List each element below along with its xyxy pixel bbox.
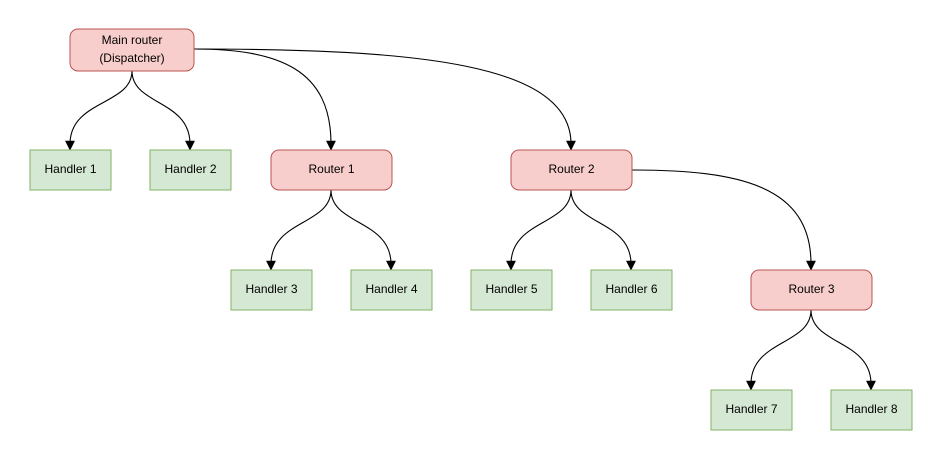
handler-box[interactable] [230, 269, 313, 311]
edge-line [750, 309, 812, 385]
node-main-router[interactable]: Main router(Dispatcher) [69, 28, 195, 72]
arrowhead-icon [746, 380, 756, 391]
nodes-layer: Main router(Dispatcher) Handler 1 Handler … [29, 28, 913, 431]
node-router-1[interactable]: Router 1 [270, 149, 393, 191]
edge-main-to-handler-1 [65, 70, 133, 151]
handler-box[interactable] [470, 269, 553, 311]
handler-box[interactable] [590, 269, 673, 311]
edge-line [510, 189, 572, 265]
edge-line [131, 70, 191, 145]
edge-line [631, 169, 812, 265]
edge-main-to-router-1 [193, 48, 336, 151]
edge-line [193, 48, 332, 145]
arrowhead-icon [866, 380, 876, 391]
edge-router-1-to-handler-4 [330, 189, 396, 271]
handler-box[interactable] [350, 269, 433, 311]
arrowhead-icon [626, 260, 636, 271]
edge-router-2-to-handler-5 [506, 189, 572, 271]
node-router-2[interactable]: Router 2 [510, 149, 633, 191]
arrowhead-icon [65, 140, 75, 151]
edge-main-to-handler-2 [131, 70, 195, 151]
node-handler-3[interactable]: Handler 3 [230, 269, 313, 311]
arrowhead-icon [506, 260, 516, 271]
arrowhead-icon [806, 260, 816, 271]
edge-line [270, 189, 332, 265]
edge-line [193, 48, 572, 145]
node-handler-5[interactable]: Handler 5 [470, 269, 553, 311]
handler-box[interactable] [29, 149, 112, 191]
router-box[interactable] [270, 149, 393, 191]
edge-line [330, 189, 392, 265]
arrowhead-icon [386, 260, 396, 271]
handler-box[interactable] [710, 389, 793, 431]
arrowhead-icon [266, 260, 276, 271]
handler-box[interactable] [830, 389, 913, 431]
node-handler-8[interactable]: Handler 8 [830, 389, 913, 431]
edge-router-1-to-handler-3 [266, 189, 332, 271]
node-handler-2[interactable]: Handler 2 [149, 149, 232, 191]
edge-line [570, 189, 632, 265]
edge-router-2-to-handler-6 [570, 189, 636, 271]
edge-main-to-router-2 [193, 48, 576, 151]
edge-router-3-to-handler-8 [810, 309, 876, 391]
edge-router-3-to-handler-7 [746, 309, 812, 391]
node-router-3[interactable]: Router 3 [750, 269, 873, 311]
edge-router-2-to-router-3 [631, 169, 816, 271]
handler-box[interactable] [149, 149, 232, 191]
node-handler-6[interactable]: Handler 6 [590, 269, 673, 311]
node-handler-7[interactable]: Handler 7 [710, 389, 793, 431]
node-handler-4[interactable]: Handler 4 [350, 269, 433, 311]
router-box[interactable] [750, 269, 873, 311]
edges-layer [65, 48, 876, 391]
router-box[interactable] [69, 28, 195, 72]
router-box[interactable] [510, 149, 633, 191]
edge-line [810, 309, 872, 385]
arrowhead-icon [566, 140, 576, 151]
arrowhead-icon [185, 140, 195, 151]
arrowhead-icon [326, 140, 336, 151]
node-handler-1[interactable]: Handler 1 [29, 149, 112, 191]
edge-line [69, 70, 133, 145]
